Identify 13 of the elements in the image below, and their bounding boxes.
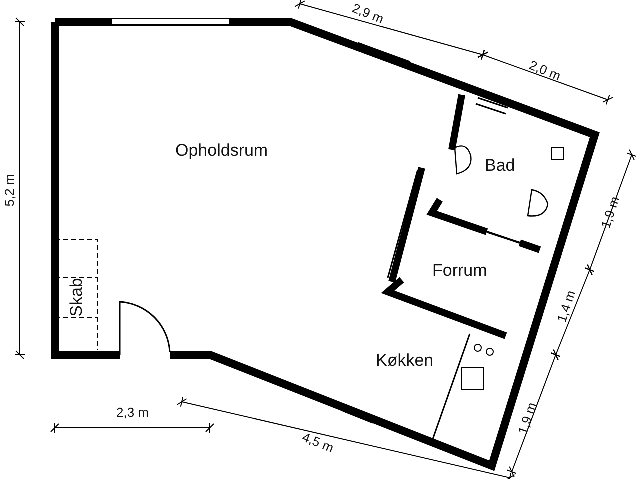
- room-label: Bad: [485, 156, 516, 174]
- dimension-label: 1,9 m: [516, 400, 538, 436]
- room-label: Køkken: [376, 352, 434, 368]
- dimension-label: 2,3 m: [116, 406, 150, 418]
- dimension-label: 1,4 m: [554, 288, 577, 324]
- dimension-label: 2,9 m: [350, 0, 386, 26]
- room-label: Opholdsrum: [176, 142, 268, 158]
- room-label: Forrum: [432, 262, 488, 278]
- dimension-label: 4,5 m: [300, 430, 336, 454]
- dimension-label: 5,2 m: [2, 174, 16, 206]
- dimension-label: 1,9 m: [598, 194, 621, 230]
- room-label: Skab: [67, 278, 84, 316]
- dimension-label: 2,0 m: [527, 58, 562, 82]
